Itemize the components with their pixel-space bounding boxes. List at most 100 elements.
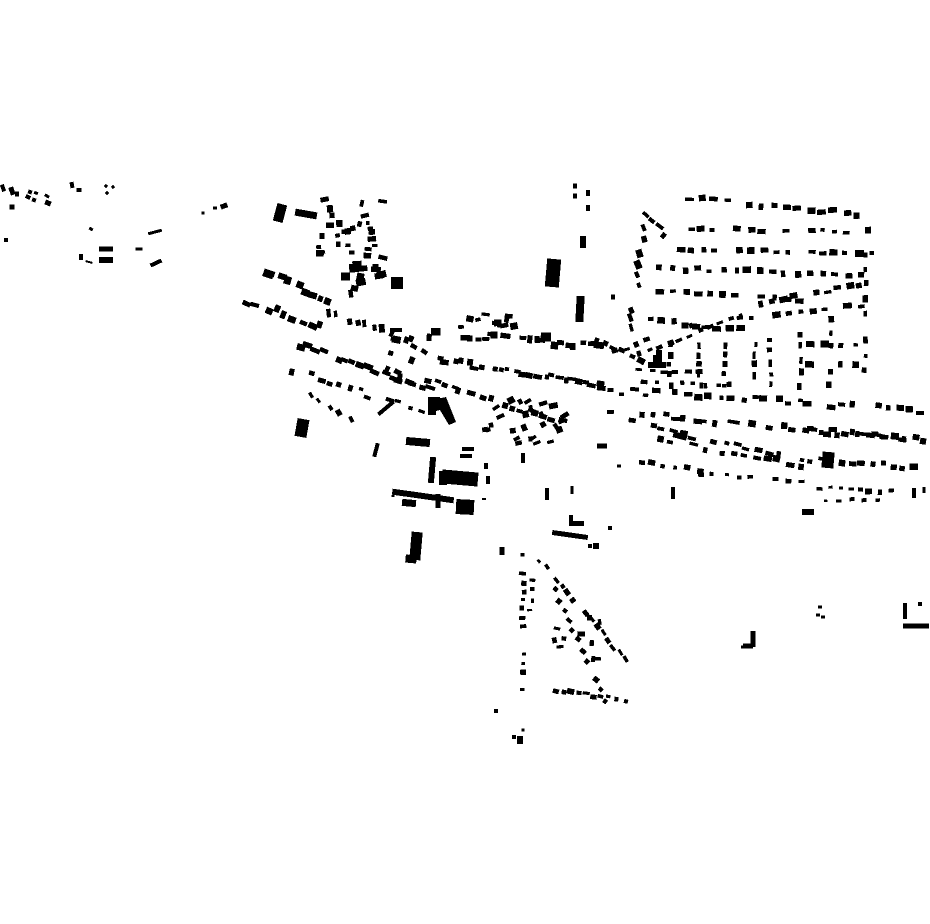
building	[348, 415, 355, 423]
building	[391, 495, 395, 497]
building	[569, 596, 577, 604]
building	[754, 342, 758, 348]
building	[482, 336, 490, 342]
building	[308, 370, 316, 377]
building	[301, 341, 313, 350]
building	[604, 636, 612, 645]
building	[478, 364, 485, 371]
building	[349, 263, 359, 273]
building	[709, 438, 718, 446]
building	[370, 266, 381, 273]
building	[623, 698, 629, 704]
building	[789, 291, 798, 300]
building	[741, 645, 745, 649]
building	[110, 184, 116, 190]
building	[857, 431, 867, 437]
building	[530, 598, 534, 604]
building	[372, 442, 380, 458]
building	[532, 373, 543, 380]
building	[31, 197, 37, 203]
building	[521, 453, 525, 463]
building	[9, 204, 15, 210]
building	[721, 371, 726, 376]
building	[335, 356, 344, 365]
building	[758, 203, 764, 210]
building	[33, 190, 39, 196]
building	[488, 422, 494, 428]
building	[670, 416, 681, 422]
building	[529, 578, 536, 583]
building	[561, 689, 567, 695]
building	[341, 272, 351, 281]
building	[769, 372, 774, 377]
building	[632, 340, 640, 349]
building	[824, 499, 828, 503]
building	[805, 340, 815, 348]
building	[828, 426, 837, 433]
building	[668, 382, 674, 390]
building	[736, 475, 742, 480]
building	[434, 378, 442, 385]
building	[520, 687, 525, 691]
building	[24, 194, 32, 200]
building	[862, 336, 869, 344]
building	[458, 357, 464, 365]
building	[782, 228, 790, 233]
building	[516, 398, 524, 406]
building	[838, 459, 846, 467]
building	[826, 404, 836, 411]
building	[730, 450, 738, 457]
building	[688, 322, 694, 329]
building	[555, 375, 565, 380]
building	[912, 488, 916, 498]
building	[823, 289, 832, 295]
building	[551, 636, 558, 644]
building	[716, 320, 724, 326]
building	[702, 446, 708, 454]
building	[506, 395, 516, 405]
building	[417, 408, 426, 415]
building	[853, 212, 860, 220]
building	[827, 369, 833, 375]
building	[719, 395, 724, 400]
building	[454, 386, 462, 395]
building	[396, 373, 403, 381]
building	[821, 451, 835, 469]
building	[848, 487, 854, 491]
building	[486, 331, 497, 338]
building	[378, 323, 386, 333]
building	[710, 248, 718, 253]
building	[813, 289, 820, 296]
building	[776, 395, 783, 403]
building	[554, 425, 564, 434]
building	[820, 270, 827, 277]
building	[657, 316, 666, 324]
building	[721, 266, 727, 273]
building	[548, 402, 559, 410]
building	[680, 380, 685, 386]
building	[660, 463, 665, 469]
building	[524, 371, 534, 380]
building	[219, 202, 229, 210]
building	[816, 209, 826, 216]
building	[769, 381, 773, 387]
building	[654, 380, 660, 385]
building	[308, 391, 314, 399]
building	[708, 196, 718, 202]
building	[718, 290, 726, 298]
building	[512, 435, 521, 442]
building	[565, 616, 573, 624]
building	[711, 419, 718, 428]
building	[639, 411, 645, 418]
building	[823, 431, 832, 438]
building	[640, 235, 648, 244]
building	[466, 358, 474, 366]
building	[589, 694, 597, 700]
building	[341, 229, 345, 235]
building	[862, 295, 869, 303]
building	[863, 279, 869, 287]
building	[617, 346, 626, 354]
building	[430, 327, 441, 336]
building	[675, 337, 683, 344]
building	[757, 294, 766, 299]
